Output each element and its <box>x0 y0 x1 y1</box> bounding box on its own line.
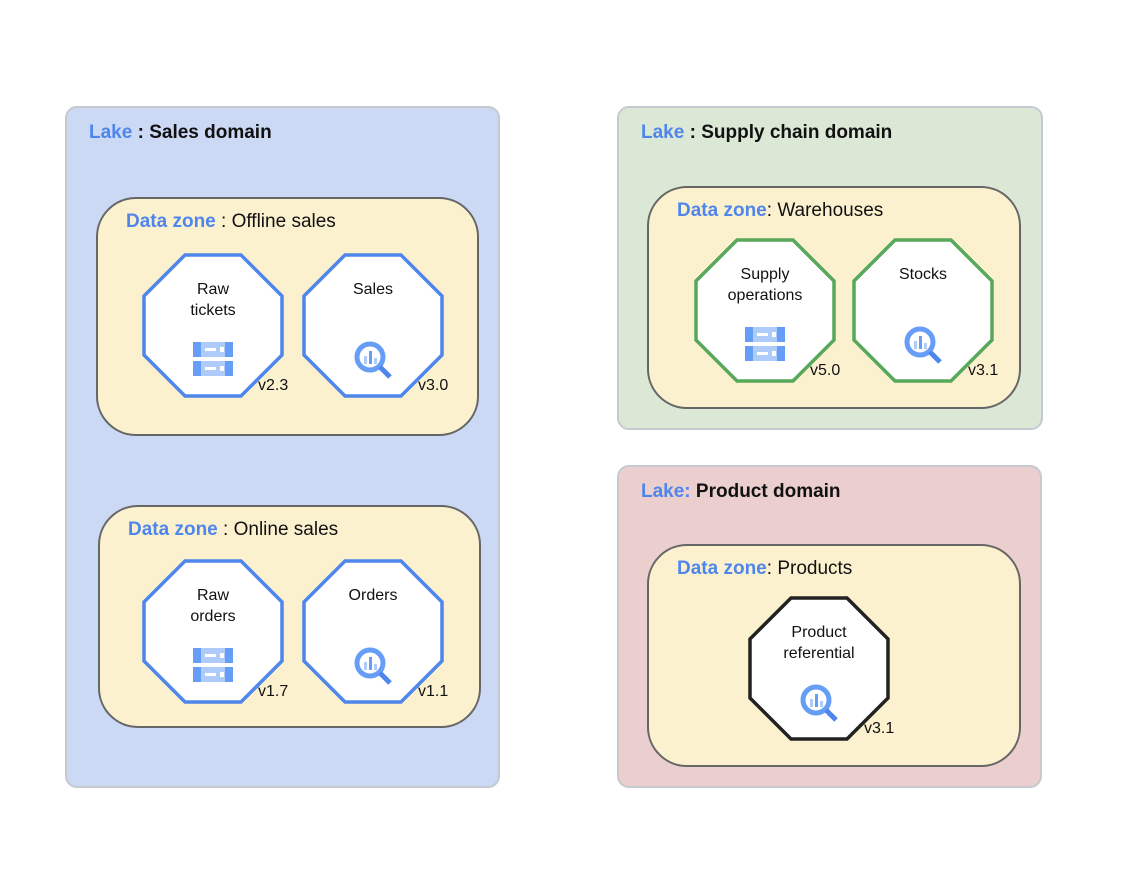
zone-name: Online sales <box>233 519 339 540</box>
bigquery-icon <box>798 682 840 724</box>
node-stocks: Stocks v3.1 <box>852 238 998 383</box>
node-label: Sales <box>352 281 394 298</box>
lake-name: Sales domain <box>149 122 272 143</box>
separator: : <box>215 211 232 232</box>
zone-keyword: Data zone <box>677 200 767 221</box>
lake-name: Product domain <box>695 481 841 502</box>
lake-keyword: Lake: <box>641 481 691 502</box>
node-raw-orders: Raw orders v1.7 <box>142 559 288 704</box>
node-label: Raw orders <box>190 587 236 625</box>
storage-icon <box>744 324 786 366</box>
zone-name: Offline sales <box>231 211 336 232</box>
zone-name: Products <box>777 558 853 579</box>
octagon-shape <box>142 253 284 398</box>
zone-title: Data zone: Warehouses <box>677 200 883 222</box>
zone-keyword: Data zone <box>126 211 216 232</box>
zone-title: Data zone: Products <box>677 558 852 580</box>
octagon-shape <box>694 238 836 383</box>
node-supply-operations: Supply operations v5.0 <box>694 238 840 383</box>
node-orders: Orders v1.1 <box>302 559 448 704</box>
node-label: Stocks <box>898 266 947 283</box>
node-label: Product referential <box>783 624 855 662</box>
separator: : <box>684 122 702 143</box>
octagon-shape <box>852 238 994 383</box>
separator: : <box>217 519 234 540</box>
version-label: v5.0 <box>810 362 841 379</box>
version-label: v3.0 <box>418 377 449 394</box>
zone-keyword: Data zone <box>128 519 218 540</box>
node-sales: Sales v3.0 <box>302 253 448 398</box>
node-label: Supply operations <box>727 266 803 304</box>
separator: : <box>132 122 150 143</box>
bigquery-icon <box>902 324 944 366</box>
storage-icon <box>192 645 234 687</box>
bigquery-icon <box>352 645 394 687</box>
lake-title: Lake : Sales domain <box>89 122 272 144</box>
separator: : <box>766 200 778 221</box>
lake-keyword: Lake <box>641 122 685 143</box>
zone-name: Warehouses <box>777 200 884 221</box>
bigquery-icon <box>352 339 394 381</box>
octagon-shape <box>302 559 444 704</box>
version-label: v2.3 <box>258 377 289 394</box>
lake-title: Lake : Supply chain domain <box>641 122 892 144</box>
version-label: v1.1 <box>418 683 449 700</box>
octagon-shape <box>142 559 284 704</box>
separator: : <box>766 558 778 579</box>
node-product-referential: Product referential v3.1 <box>748 596 894 741</box>
zone-title: Data zone : Online sales <box>128 519 338 541</box>
version-label: v3.1 <box>968 362 999 379</box>
storage-icon <box>192 339 234 381</box>
zone-title: Data zone : Offline sales <box>126 211 336 233</box>
octagon-shape <box>748 596 890 741</box>
lake-name: Supply chain domain <box>701 122 893 143</box>
node-label: Raw tickets <box>190 281 236 319</box>
node-raw-tickets: Raw tickets v2.3 <box>142 253 288 398</box>
version-label: v1.7 <box>258 683 289 700</box>
node-label: Orders <box>348 587 398 604</box>
lake-title: Lake: Product domain <box>641 481 841 503</box>
version-label: v3.1 <box>864 720 895 737</box>
zone-keyword: Data zone <box>677 558 767 579</box>
lake-keyword: Lake <box>89 122 133 143</box>
octagon-shape <box>302 253 444 398</box>
